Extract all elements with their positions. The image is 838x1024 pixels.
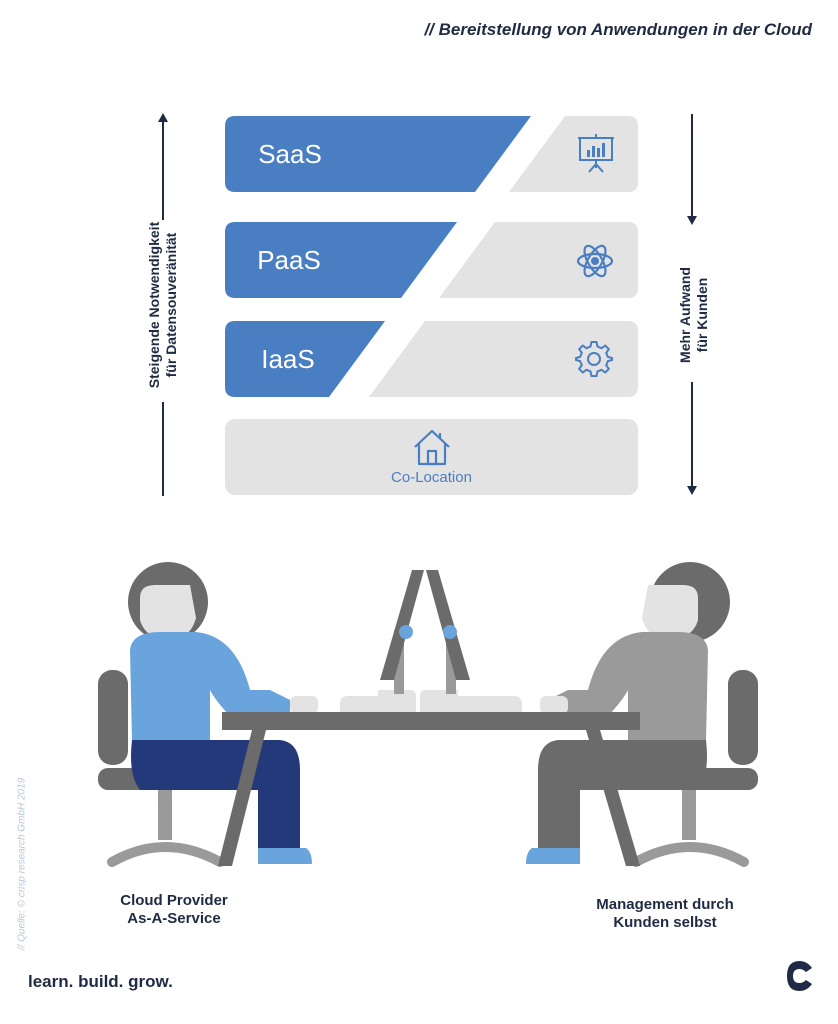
layer-iaas-shape — [225, 321, 638, 397]
atom-icon — [576, 244, 614, 278]
desk — [218, 712, 640, 866]
layer-colocation-label: Co-Location — [391, 469, 472, 486]
caption-customer-management: Management durch Kunden selbst — [555, 896, 775, 932]
layer-iaas-label: IaaS — [261, 344, 315, 374]
house-icon — [414, 429, 450, 466]
c-logo-icon — [787, 961, 812, 991]
presentation-chart-icon — [578, 134, 614, 173]
left-axis-label: Steigende Notwendigkeit für Datensouverä… — [146, 175, 180, 435]
layer-saas: SaaS — [225, 116, 638, 192]
left-person — [128, 562, 318, 864]
right-axis-arrow — [687, 114, 697, 495]
left-axis-line2: für Datensouveränität — [163, 232, 179, 378]
layer-paas-shape — [225, 222, 638, 298]
gear-icon — [575, 341, 613, 377]
layer-paas: PaaS — [225, 222, 638, 298]
caption-left-line2: As-A-Service — [127, 910, 221, 927]
caption-left-line1: Cloud Provider — [120, 892, 228, 909]
source-note: // Quelle: © crisp research GmbH 2019 — [16, 777, 28, 951]
layer-iaas: IaaS — [225, 321, 638, 397]
left-axis-arrow — [158, 113, 168, 496]
people-at-desk-illustration — [98, 562, 758, 867]
layer-colocation-shape — [225, 419, 638, 495]
left-axis-line1: Steigende Notwendigkeit — [146, 221, 162, 389]
tagline: learn. build. grow. — [28, 972, 173, 991]
page-title: // Bereitstellung von Anwendungen in der… — [424, 20, 812, 39]
layer-colocation: Co-Location — [225, 419, 638, 495]
caption-right-line2: Kunden selbst — [613, 914, 717, 931]
layer-paas-label: PaaS — [257, 245, 321, 275]
caption-right-line1: Management durch — [596, 896, 734, 913]
right-axis-line2: für Kunden — [694, 277, 710, 353]
layer-saas-label: SaaS — [258, 139, 322, 169]
caption-cloud-provider: Cloud Provider As-A-Service — [64, 892, 284, 928]
layer-saas-shape — [225, 116, 638, 192]
right-axis-label: Mehr Aufwand für Kunden — [677, 185, 711, 445]
right-person — [526, 562, 730, 864]
right-axis-line1: Mehr Aufwand — [677, 267, 693, 363]
monitors — [340, 570, 522, 712]
